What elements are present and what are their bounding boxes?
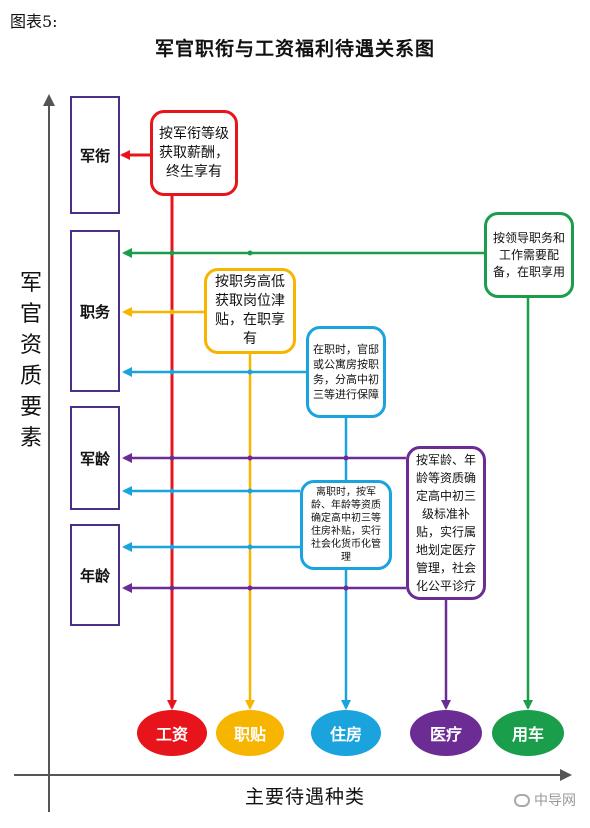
crossing-dots	[169, 250, 349, 591]
watermark: 中导网	[514, 790, 576, 810]
wechat-icon	[514, 794, 530, 807]
benefit-housing: 住房	[311, 710, 381, 756]
benefit-car: 用车	[492, 710, 564, 756]
note-medical: 按军龄、年龄等资质确定高中初三级标准补贴，实行属地划定医疗管理，社会化公平诊疗	[406, 446, 486, 600]
diagram-title: 军官职衔与工资福利待遇关系图	[154, 38, 435, 60]
note-housing-active: 在职时，官邸或公寓房按职务，分高中初三等进行保障	[306, 326, 386, 418]
benefit-salary: 工资	[137, 710, 207, 756]
benefit-allowance: 职贴	[216, 710, 284, 756]
note-car: 按领导职务和工作需要配备，在职享用	[484, 212, 574, 298]
benefit-medical: 医疗	[410, 710, 482, 756]
x-axis-label: 主要待遇种类	[244, 786, 365, 808]
y-axis-label: 军官资质要素	[19, 271, 42, 451]
note-salary: 按军衔等级获取薪酬，终生享有	[150, 110, 238, 196]
qualification-post: 职务	[70, 230, 120, 392]
note-housing-retired: 离职时，按军龄、年龄等资质确定高中初三等住房补贴，实行社会化货币化管理	[300, 480, 392, 570]
qualification-age: 年龄	[70, 524, 120, 626]
qualification-rank: 军衔	[70, 96, 120, 214]
note-allowance: 按职务高低获取岗位津贴，在职享有	[204, 268, 296, 354]
figure-label: 图表5:	[10, 12, 58, 31]
watermark-text: 中导网	[534, 793, 576, 809]
qualification-service-years: 军龄	[70, 406, 120, 510]
